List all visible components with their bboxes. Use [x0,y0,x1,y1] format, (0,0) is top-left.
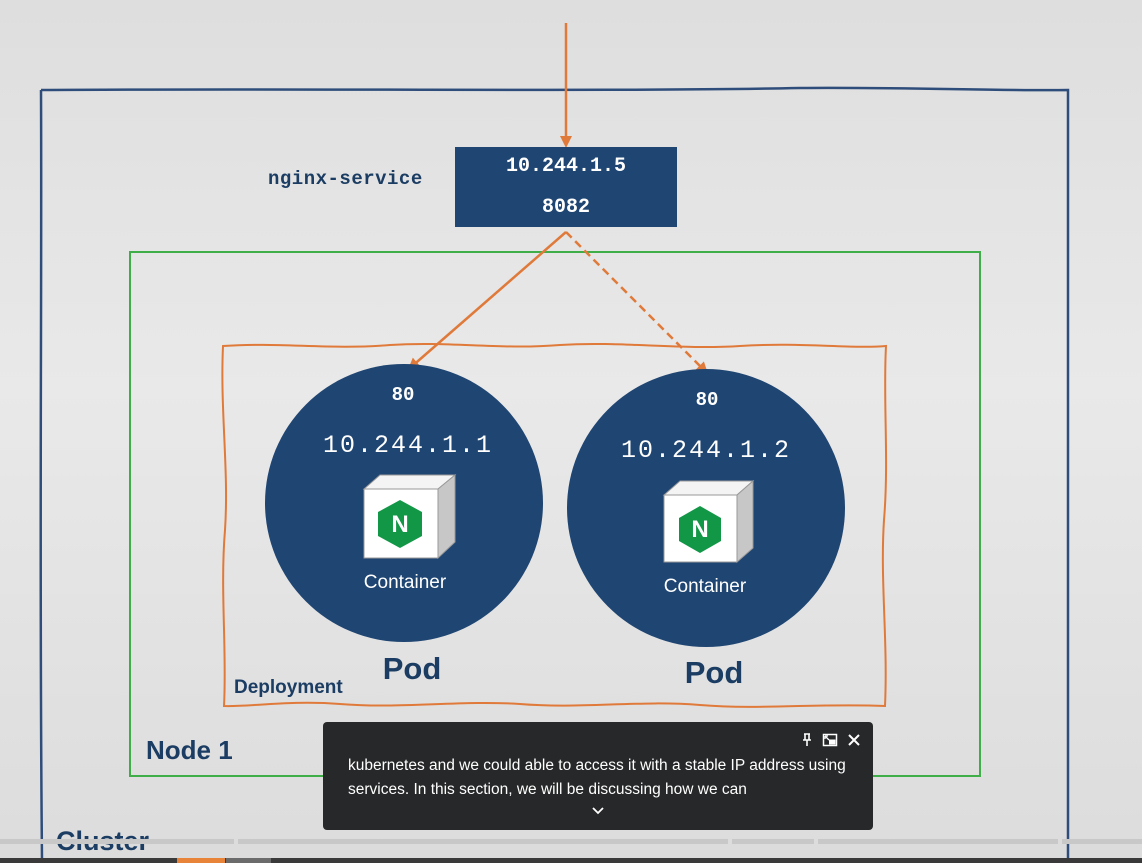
timeline-segment [0,839,234,844]
timeline-segment [732,839,814,844]
pod-2-port: 80 [695,389,719,411]
svg-text:N: N [691,516,708,543]
player-progress-marker[interactable] [177,858,225,863]
deployment-border [221,342,888,708]
node-label: Node 1 [146,735,233,765]
close-icon[interactable] [845,731,863,749]
pod-1-label: Pod [382,651,442,686]
deployment-label: Deployment [234,677,343,698]
pod-2-label: Pod [684,655,744,690]
timeline-segment [1062,839,1142,844]
player-buffer-marker [226,858,271,863]
timeline-segment [238,839,728,844]
pod-1-port: 80 [391,384,415,406]
svg-text:N: N [391,511,408,538]
player-timeline-strip[interactable] [0,839,1142,863]
chevron-down-icon[interactable] [589,804,607,818]
pod-1-ip: 10.244.1.1 [322,431,494,460]
popout-icon[interactable] [821,731,839,749]
cluster-border [39,86,1070,861]
pin-icon[interactable] [798,731,816,749]
caption-panel: kubernetes and we could able to access i… [323,722,873,830]
pod-2-container-label: Container [663,576,747,597]
pod-2-ip: 10.244.1.2 [620,436,792,465]
service-port: 8082 [541,196,590,219]
container-cube-icon-1: N [362,473,457,560]
pod-1-container-label: Container [363,572,447,593]
arrow-to-pod-2 [565,231,709,375]
service-box: 10.244.1.5 8082 [455,147,677,227]
caption-text: kubernetes and we could able to access i… [348,757,846,798]
timeline-segment [818,839,1058,844]
container-cube-icon-2: N [662,479,755,564]
player-bar [0,858,1142,863]
service-name-label: nginx-service [268,168,423,190]
service-ip: 10.244.1.5 [505,155,627,178]
arrow-to-pod-1 [407,231,567,370]
